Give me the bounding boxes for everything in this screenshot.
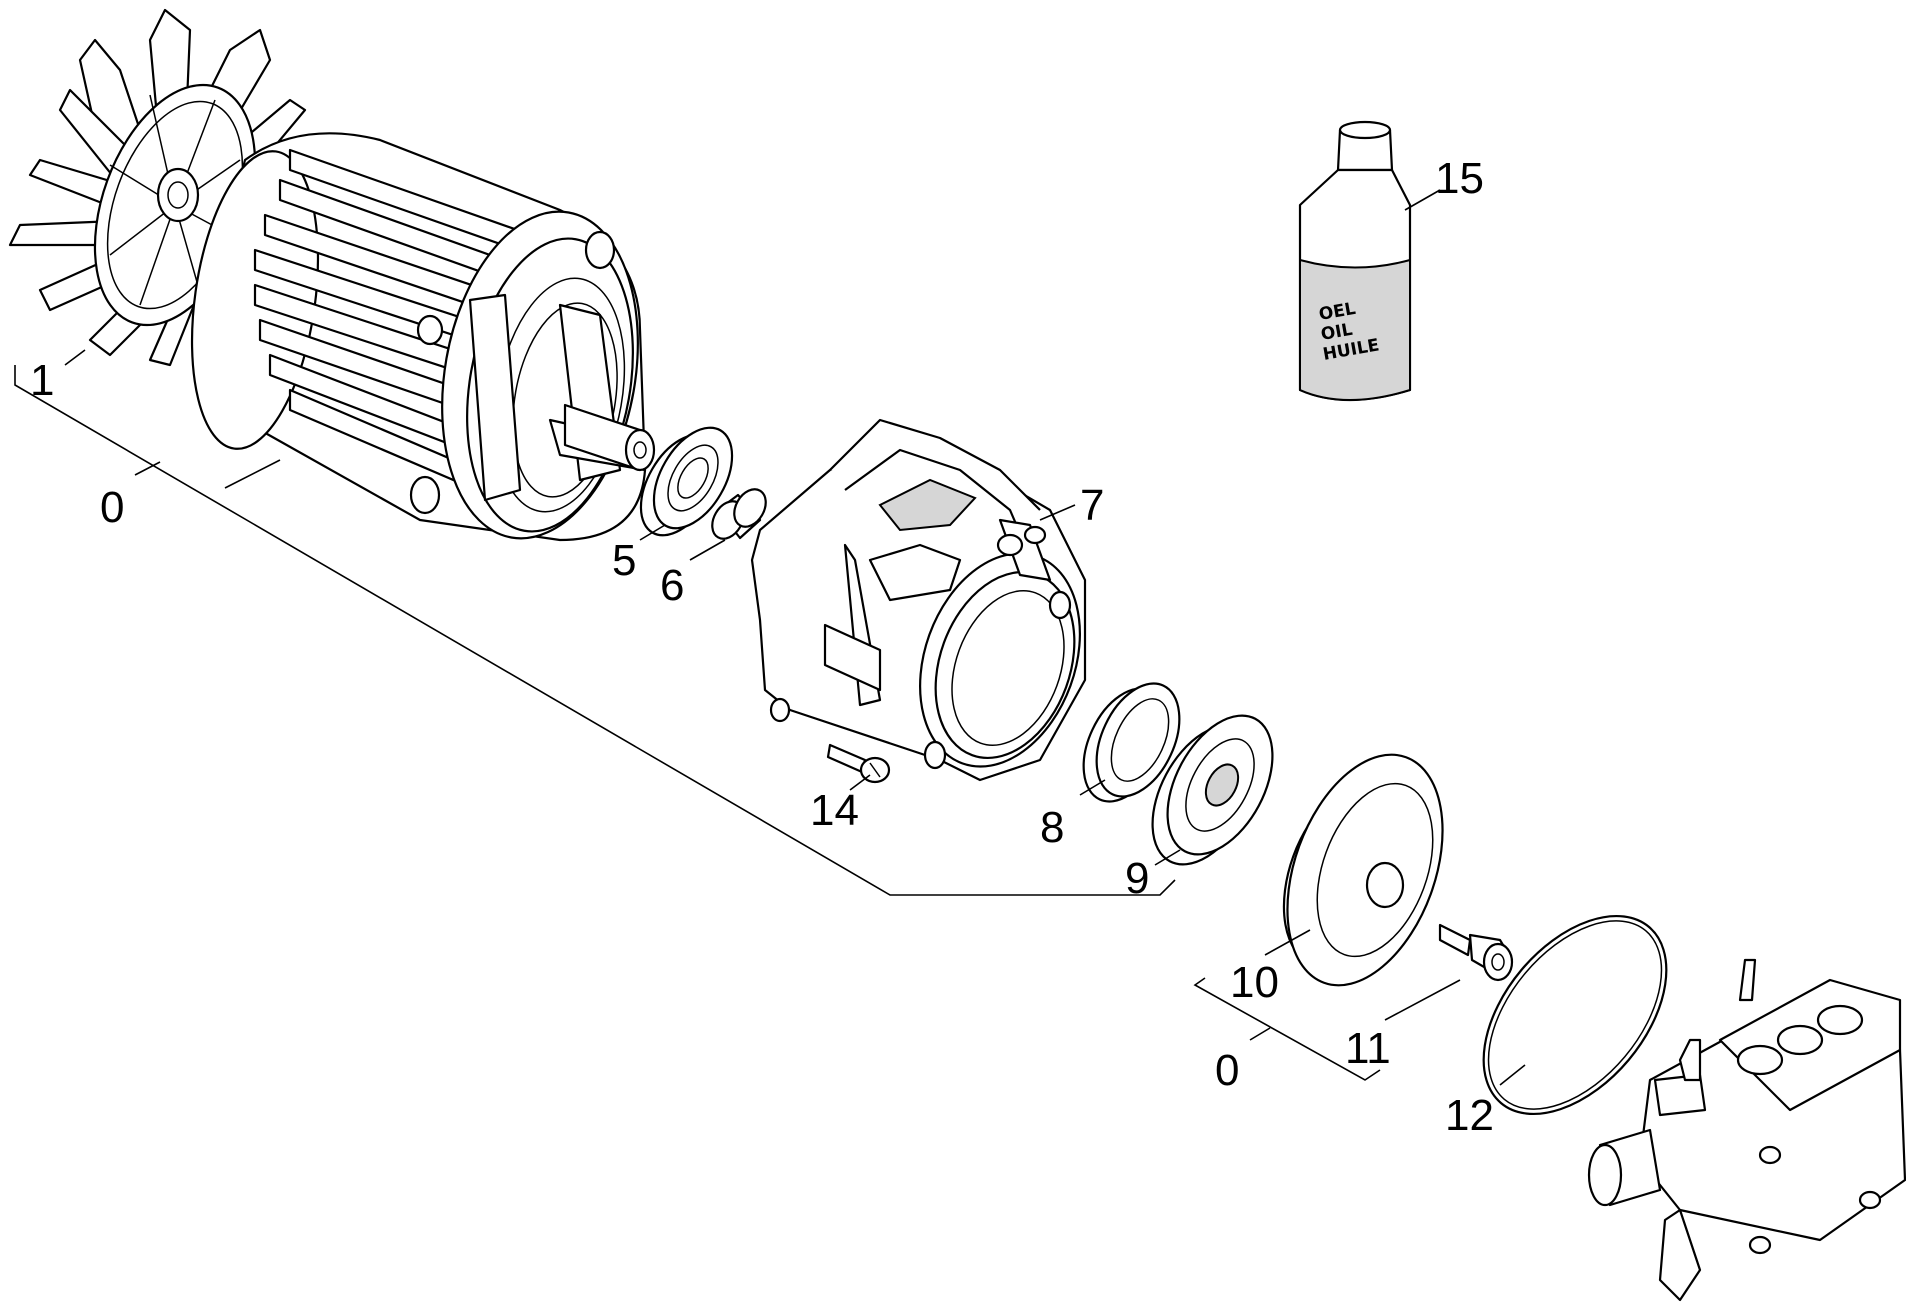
label-1: 1 bbox=[30, 356, 54, 405]
part-10-swash-plate bbox=[1282, 753, 1444, 987]
part-7-housing bbox=[750, 418, 1087, 782]
label-8: 8 bbox=[1040, 803, 1064, 852]
motor-assembly bbox=[190, 132, 656, 542]
leader-lines bbox=[14, 189, 1526, 1086]
label-0-secondary-kit: 0 bbox=[1215, 1046, 1239, 1095]
part-9-bearing bbox=[1151, 714, 1274, 866]
part-5-bearing bbox=[639, 426, 734, 537]
part-15-oil-bottle: OEL OIL HUILE bbox=[1298, 120, 1412, 402]
label-7: 7 bbox=[1080, 481, 1104, 530]
label-10: 10 bbox=[1230, 958, 1279, 1007]
label-6: 6 bbox=[660, 561, 684, 610]
part-11-bolt bbox=[1438, 923, 1514, 982]
label-5: 5 bbox=[612, 536, 636, 585]
part-12-o-ring bbox=[1482, 914, 1668, 1116]
part-8-seal-ring bbox=[1082, 682, 1181, 803]
label-14: 14 bbox=[810, 786, 859, 835]
part-14-screw bbox=[826, 743, 891, 784]
label-12: 12 bbox=[1445, 1091, 1494, 1140]
pump-head bbox=[1587, 958, 1906, 1302]
label-0-main-kit: 0 bbox=[100, 483, 124, 532]
label-9: 9 bbox=[1125, 854, 1149, 903]
label-15: 15 bbox=[1435, 154, 1484, 203]
callout-labels: 1 0 5 6 7 8 9 10 11 0 12 14 15 bbox=[30, 154, 1494, 1140]
label-11: 11 bbox=[1345, 1024, 1391, 1073]
part-6-bushing bbox=[711, 488, 767, 540]
